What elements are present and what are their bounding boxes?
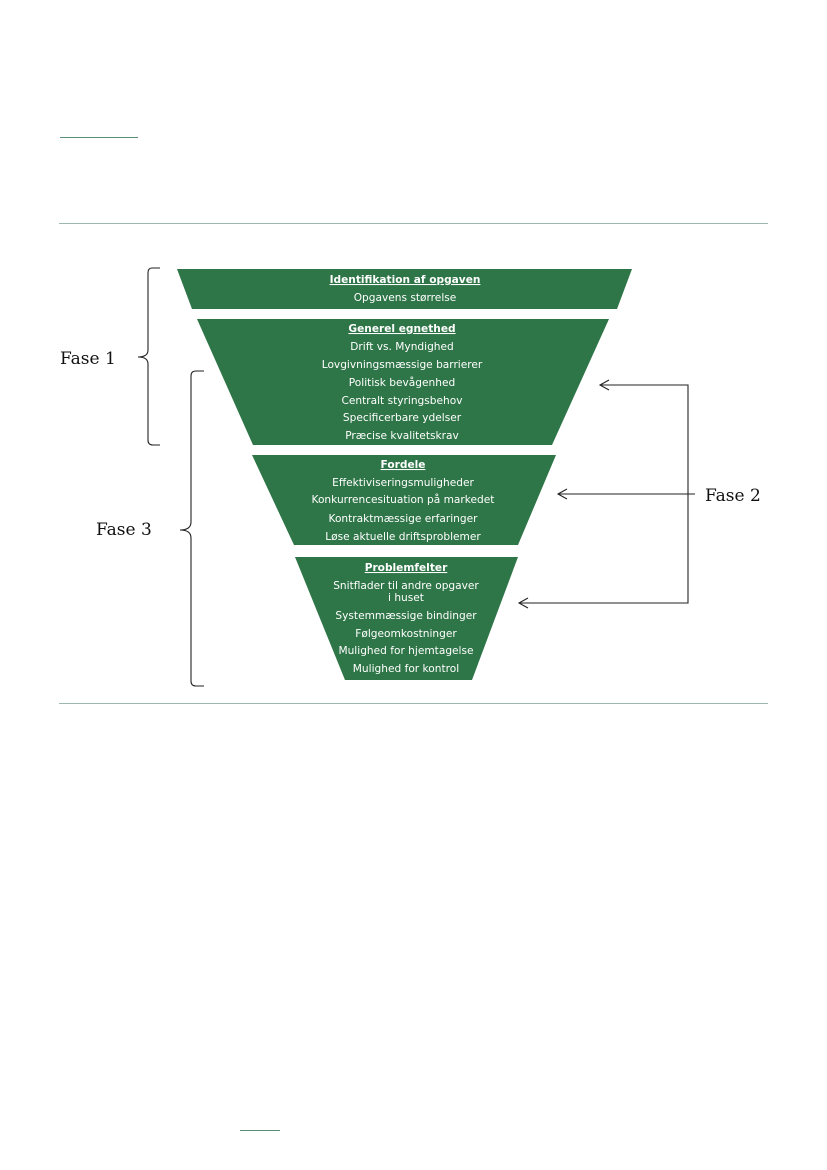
segment-item: Kontraktmæssige erfaringer (329, 513, 479, 525)
segment-title: Generel egnethed (348, 323, 455, 335)
fase1-brace (137, 267, 160, 446)
segment-title: Problemfelter (365, 562, 448, 574)
fase3-label: Fase 3 (96, 520, 152, 540)
segment-item: Opgavens størrelse (354, 292, 457, 304)
figure-top-rule (59, 223, 768, 224)
segment-title: Fordele (381, 459, 426, 471)
segment-item: Løse aktuelle driftsproblemer (325, 531, 481, 543)
segment-item: Mulighed for kontrol (353, 663, 459, 675)
segment-item: i huset (388, 592, 424, 604)
fase3-brace (179, 370, 204, 687)
top-link-underline (60, 137, 138, 138)
segment-item: Systemmæssige bindinger (335, 610, 477, 622)
funnel-segment-suitability (197, 319, 609, 445)
figure-bottom-rule (59, 703, 768, 704)
fase2-label: Fase 2 (705, 486, 761, 506)
funnel-segment-advantages (252, 455, 556, 545)
segment-item: Mulighed for hjemtagelse (338, 645, 473, 657)
segment-title: Identifikation af opgaven (330, 274, 481, 286)
footer-link-underline (240, 1130, 280, 1131)
segment-item: Effektiviseringsmuligheder (332, 477, 474, 489)
segment-item: Konkurrencesituation på markedet (312, 493, 495, 506)
segment-item: Specificerbare ydelser (343, 412, 462, 424)
arrow-head-top (598, 379, 610, 391)
segment-item: Drift vs. Myndighed (350, 341, 454, 353)
segment-item: Politisk bevågenhed (349, 376, 455, 389)
segment-item: Centralt styringsbehov (341, 395, 462, 407)
fase1-label: Fase 1 (60, 349, 116, 369)
segment-item: Lovgivningsmæssige barrierer (322, 359, 483, 371)
segment-item: Snitflader til andre opgaver (333, 580, 479, 592)
segment-item: Præcise kvalitetskrav (345, 430, 459, 442)
arrow-head-bottom (517, 597, 529, 609)
arrow-head-middle (556, 488, 568, 500)
segment-item: Følgeomkostninger (355, 628, 457, 640)
funnel-segment-identification (177, 269, 632, 309)
funnel-segment-problems (295, 557, 518, 680)
